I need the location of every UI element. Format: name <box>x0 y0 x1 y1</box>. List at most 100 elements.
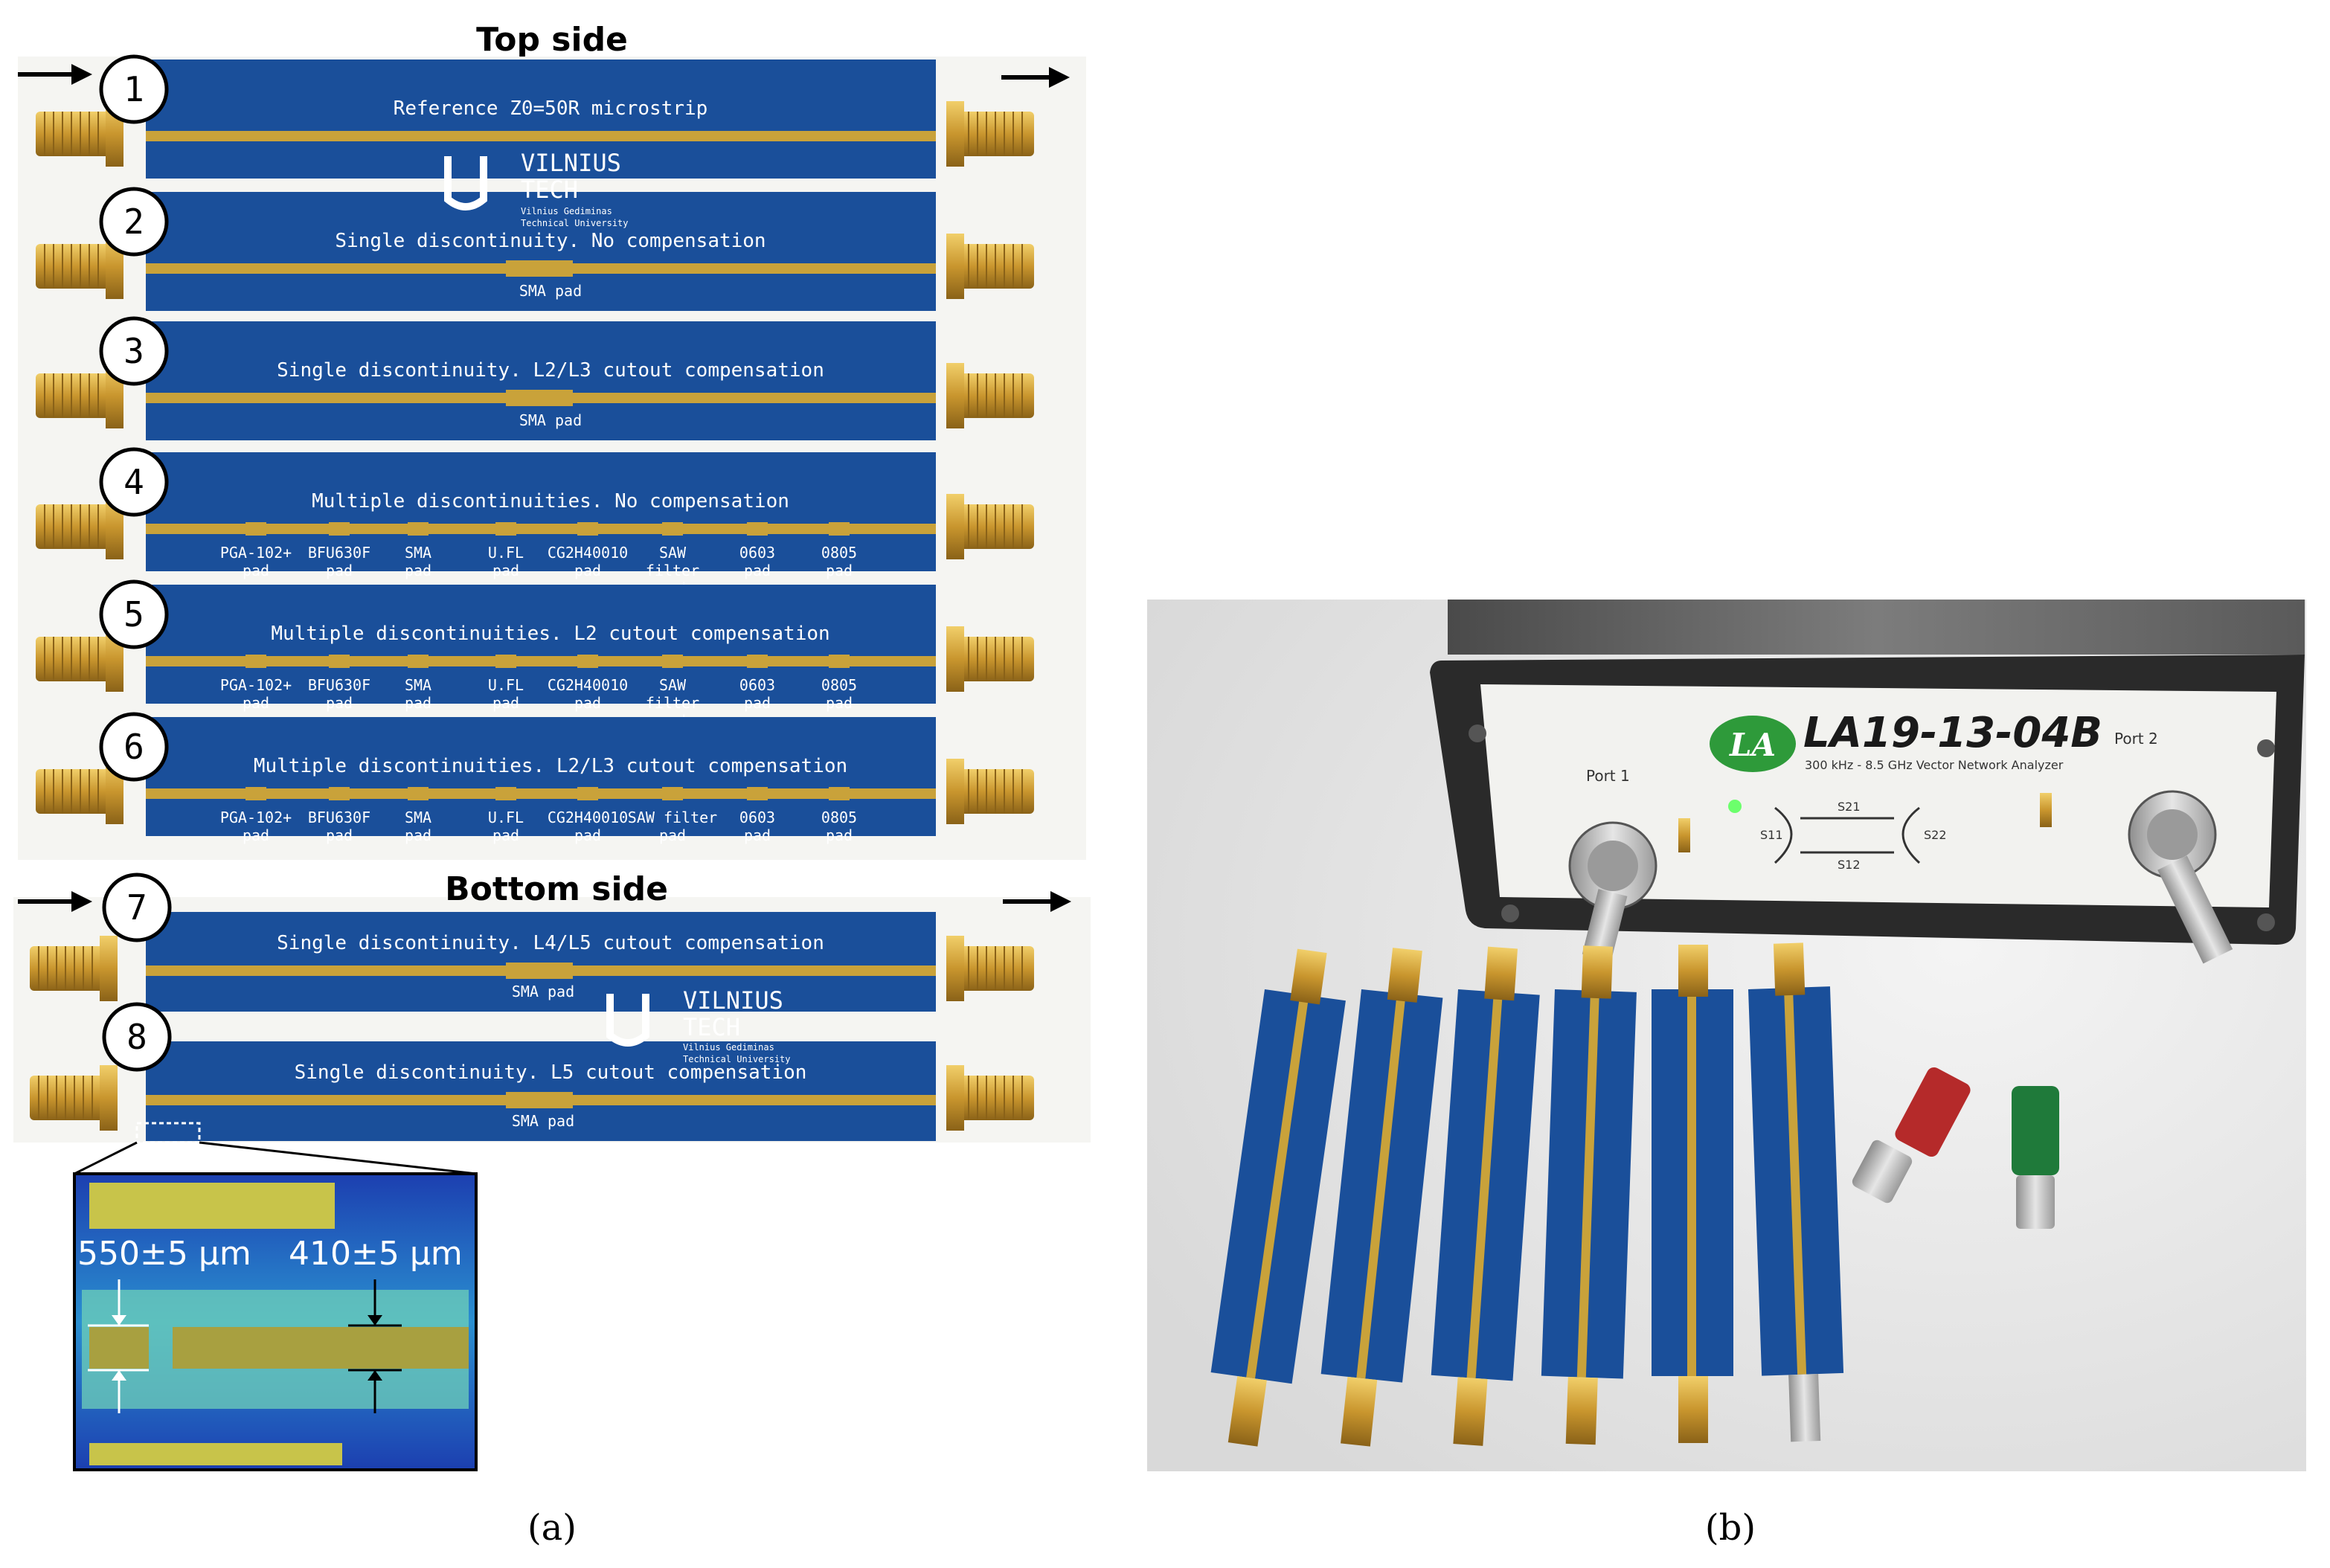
s12-label: S12 <box>1838 858 1861 872</box>
sma-connector-icon <box>1341 1376 1378 1447</box>
screw-icon <box>1469 724 1486 742</box>
panel-b: LA LA19-13-04B 300 kHz - 8.5 GHz Vector … <box>1147 600 2306 1549</box>
logo-sub1: Vilnius Gediminas <box>683 1042 774 1053</box>
pad-label: pad <box>744 694 771 712</box>
board-title: Single discontinuity. No compensation <box>335 230 766 252</box>
board-number-badge <box>99 579 169 649</box>
pcb-board <box>146 192 936 311</box>
sma-connector-icon <box>1678 1376 1708 1443</box>
logo-sub1: Vilnius Gediminas <box>521 206 612 216</box>
pad-label: PGA-102+ <box>220 809 292 826</box>
sma-connector-icon <box>1678 945 1708 997</box>
pad-label: pad <box>326 826 353 844</box>
pad-label: CG2H40010 <box>548 676 628 694</box>
sma-connector-icon <box>1484 946 1518 1001</box>
board-6: Multiple discontinuities. L2/L3 cutout c… <box>36 712 1034 844</box>
board-number: 3 <box>123 331 144 371</box>
sma-connector-icon <box>946 759 1034 824</box>
panel-a: Top side Reference Z0=50R microstrip1Sin… <box>13 21 1091 1549</box>
component-pad <box>245 787 266 800</box>
fanned-pcb-board <box>1652 945 1733 1443</box>
pad-label: SAW <box>659 676 687 694</box>
fanned-pcb-board <box>1748 942 1844 1442</box>
pcb-board <box>146 1041 936 1141</box>
caption-b: (b) <box>1705 1507 1756 1549</box>
logo-sub2: Technical University <box>683 1054 791 1064</box>
power-led-icon <box>1728 800 1742 813</box>
pad-label: SAW <box>659 544 687 562</box>
zoom-bottom-copper <box>89 1443 342 1465</box>
board-number: 4 <box>123 462 144 502</box>
pad-label: pad <box>405 826 431 844</box>
component-pad <box>747 522 768 536</box>
pad-label: SMA <box>405 809 431 826</box>
component-pad <box>495 655 516 668</box>
pad-label: U.FL <box>488 676 524 694</box>
port2-label: Port 2 <box>2114 730 2158 748</box>
component-pad <box>829 522 850 536</box>
calibration-load-standard <box>2012 1086 2059 1229</box>
pad-label: SMA pad <box>512 983 574 1000</box>
pad-label: BFU630F <box>308 544 370 562</box>
board-title: Multiple discontinuities. L2/L3 cutout c… <box>254 755 847 777</box>
pad-label: 0805 <box>821 809 857 826</box>
sma-connector-icon <box>946 1065 1034 1131</box>
component-pad <box>829 787 850 800</box>
logo-line2: TECH <box>521 176 578 204</box>
pad-label: U.FL <box>488 544 524 562</box>
fanned-pcb-board <box>1541 945 1637 1445</box>
pad-label: pad <box>574 562 601 579</box>
input-arrow-icon <box>18 891 92 912</box>
sma-pad <box>506 963 573 979</box>
board-number-badge <box>102 873 172 942</box>
board-number-badge <box>99 54 169 124</box>
component-pad <box>577 787 598 800</box>
la-logo-text: LA <box>1729 727 1776 763</box>
board-title: Single discontinuity. L2/L3 cutout compe… <box>277 359 824 382</box>
sma-connector-icon <box>946 363 1034 428</box>
logo-line1: VILNIUS <box>683 986 783 1015</box>
component-pad <box>329 522 350 536</box>
pad-label: SMA <box>405 676 431 694</box>
component-pad <box>408 787 429 800</box>
sma-connector-icon <box>946 234 1034 299</box>
board-number: 1 <box>123 69 144 109</box>
pad-label: CG2H40010 <box>548 544 628 562</box>
zoom-trace <box>173 1327 469 1369</box>
pad-label: CG2H40010 <box>548 809 628 826</box>
sma-connector-icon <box>946 494 1034 559</box>
component-pad <box>329 655 350 668</box>
logo-line2: TECH <box>683 1013 740 1041</box>
component-pad <box>495 522 516 536</box>
sma-pad <box>506 1092 573 1108</box>
logo-line1: VILNIUS <box>521 149 621 177</box>
board-5: Multiple discontinuities. L2 cutout comp… <box>36 579 1034 730</box>
sma-connector-icon <box>30 936 118 1001</box>
pad-label: pad <box>574 826 601 844</box>
caption-a: (a) <box>527 1507 577 1549</box>
sma-pad <box>506 390 573 406</box>
pad-label: SMA pad <box>519 282 582 300</box>
board-2: Single discontinuity. No compensationSMA… <box>36 187 1034 311</box>
board-title: Single discontinuity. L5 cutout compensa… <box>295 1061 807 1084</box>
board-number-badge <box>99 187 169 257</box>
pad-label: U.FL <box>488 809 524 826</box>
pad-label: pad <box>826 694 853 712</box>
pad-label: 0805 <box>821 544 857 562</box>
pad-label: pad <box>243 694 269 712</box>
analyzer-model: LA19-13-04B <box>1803 709 2102 757</box>
s22-label: S22 <box>1924 828 1947 842</box>
pad-label: BFU630F <box>308 676 370 694</box>
fanned-boards <box>1210 942 1844 1447</box>
pad-label: pad <box>405 562 431 579</box>
sma-connector-icon <box>1453 1377 1488 1446</box>
zoom-callout: 550±5 µm 410±5 µm <box>73 1122 478 1471</box>
component-pad <box>245 655 266 668</box>
output-arrow-icon <box>1001 67 1070 88</box>
sma-connector-icon <box>946 101 1034 167</box>
component-pad <box>829 655 850 668</box>
